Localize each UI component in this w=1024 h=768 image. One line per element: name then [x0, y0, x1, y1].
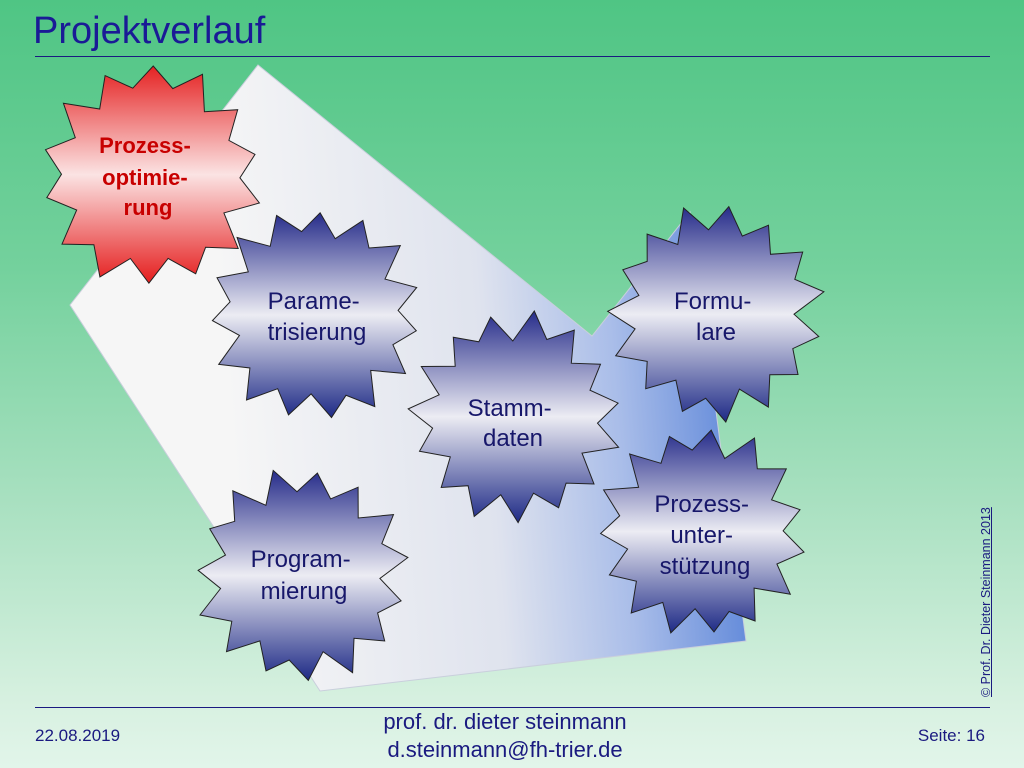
starburst-shape [606, 205, 825, 423]
star-label-line: Prozess- [654, 491, 749, 518]
star-label-line: trisierung [268, 319, 367, 346]
footer-author-block: prof. dr. dieter steinmann d.steinmann@f… [300, 708, 710, 764]
starburst-shape [211, 211, 418, 419]
starburst-shape [44, 65, 261, 285]
star-label-line: Stamm- [468, 395, 552, 422]
star-label: Program- mierung [251, 546, 358, 605]
starburst-shape [407, 309, 620, 524]
star-parametrisierung: Parame- trisierung [211, 211, 418, 419]
star-programmierung: Program- mierung [197, 469, 409, 682]
copyright-notice: © Prof. Dr. Dieter Steinmann 2013 [979, 507, 993, 697]
star-label-line: unter- [670, 522, 733, 549]
footer-divider [35, 707, 990, 708]
footer-date: 22.08.2019 [35, 726, 121, 745]
star-prozess-optimierung: Prozess- optimie- rung [44, 65, 261, 285]
title-divider [35, 56, 990, 57]
star-label-line: lare [696, 319, 736, 346]
footer-author: prof. dr. dieter steinmann [383, 709, 627, 734]
star-label: Formu- lare [674, 288, 758, 346]
starburst-shape [197, 469, 409, 682]
star-formulare: Formu- lare [606, 205, 825, 423]
footer-email: d.steinmann@fh-trier.de [387, 737, 623, 762]
star-label-line: Program- [251, 546, 351, 573]
star-label-line: stützung [660, 553, 751, 580]
star-prozess-unterstuetzung: Prozess- unter- stützung [599, 429, 805, 634]
star-label: Prozess- optimie- rung [99, 133, 197, 220]
star-label-line: Prozess- [99, 133, 191, 158]
star-label-line: Parame- [268, 288, 360, 315]
starburst-shape [599, 429, 805, 634]
star-label-line: rung [124, 195, 173, 220]
star-label-line: daten [483, 425, 543, 452]
star-label: Prozess- unter- stützung [654, 491, 755, 580]
star-label: Parame- trisierung [268, 288, 367, 346]
star-label-line: mierung [261, 578, 348, 605]
star-stammdaten: Stamm- daten [407, 309, 620, 524]
slide-title: Projektverlauf [33, 10, 266, 52]
footer-page-number: Seite: 16 [917, 726, 985, 745]
star-label-line: Formu- [674, 288, 751, 315]
star-label-line: optimie- [102, 165, 188, 190]
star-label: Stamm- daten [468, 395, 559, 452]
